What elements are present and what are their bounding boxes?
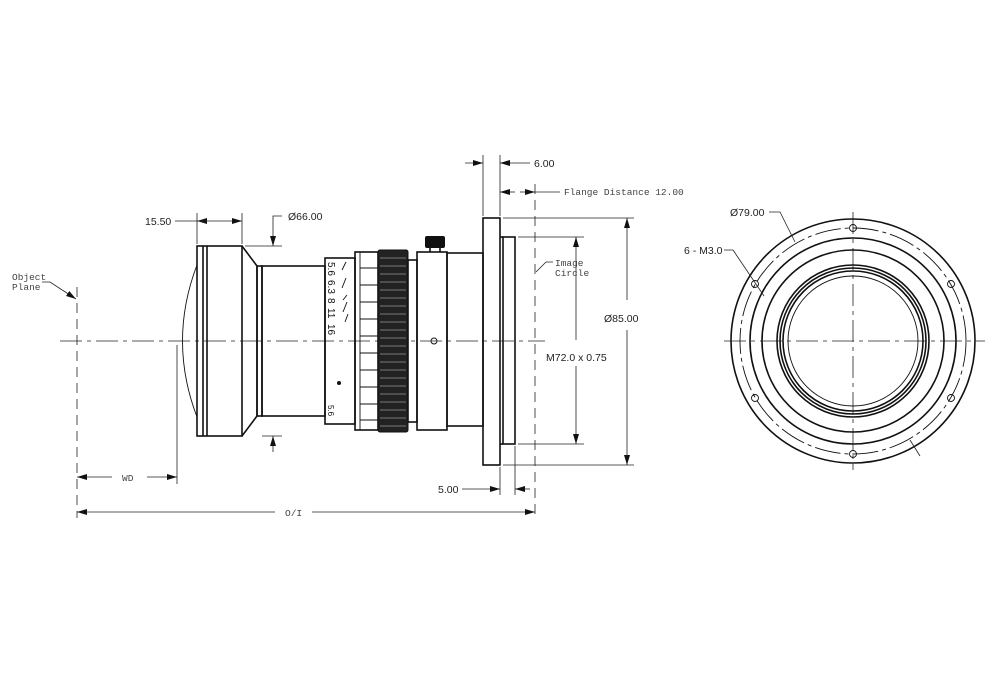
knurled-ring: [377, 249, 409, 433]
dim-mount-thread: M72.0 x 0.75: [518, 236, 607, 445]
lens-body: [407, 236, 484, 431]
svg-text:6 - M3.0: 6 - M3.0: [684, 245, 723, 257]
aperture-mark: 16: [325, 324, 336, 336]
svg-text:Ø85.00: Ø85.00: [604, 313, 639, 325]
front-element-dome: [182, 264, 198, 418]
svg-text:6.00: 6.00: [534, 158, 555, 170]
dim-object-to-image: O/I: [77, 508, 535, 519]
svg-text:O/I: O/I: [285, 508, 302, 519]
dim-front-diameter: Ø66.00: [245, 211, 323, 452]
svg-text:Object: Object: [12, 272, 46, 283]
aperture-mark: 5.6: [326, 405, 335, 417]
svg-text:15.50: 15.50: [145, 216, 171, 228]
svg-text:Ø66.00: Ø66.00: [288, 211, 323, 223]
dim-mount-holes: 6 - M3.0: [684, 245, 765, 297]
svg-text:Flange Distance 12.00: Flange Distance 12.00: [564, 187, 684, 198]
dim-front-length: 15.50: [145, 213, 243, 244]
svg-text:Plane: Plane: [12, 282, 41, 293]
dim-flange-diameter: Ø85.00: [503, 217, 639, 466]
object-plane-label: Object Plane: [12, 272, 77, 300]
svg-text:Circle: Circle: [555, 268, 590, 279]
svg-text:Ø79.00: Ø79.00: [730, 207, 765, 219]
aperture-mark: 6.3: [325, 280, 336, 294]
dim-working-distance: WD: [77, 345, 178, 484]
dim-flange-thickness: 6.00: [465, 155, 555, 216]
dim-bolt-circle: Ø79.00: [730, 207, 921, 457]
svg-text:M72.0 x 0.75: M72.0 x 0.75: [546, 352, 607, 364]
dim-mount-depth: 5.00: [438, 446, 530, 496]
dim-flange-distance: Flange Distance 12.00: [500, 187, 684, 198]
locking-screw-knob: [425, 236, 445, 248]
svg-text:Image: Image: [555, 258, 584, 269]
aperture-mark: 11: [325, 308, 336, 319]
mount-flange: [482, 217, 516, 466]
aperture-mark: 5.6: [325, 262, 336, 276]
svg-text:5.00: 5.00: [438, 484, 459, 496]
aperture-mark: 8: [325, 298, 336, 304]
svg-text:WD: WD: [122, 473, 134, 484]
rear-view: Ø79.00 6 - M3.0: [684, 207, 985, 470]
mount-holes: [751, 224, 955, 458]
image-circle-label: Image Circle: [535, 258, 590, 279]
side-view: 5.6 6.3 8 11 16 5.6: [12, 155, 684, 519]
